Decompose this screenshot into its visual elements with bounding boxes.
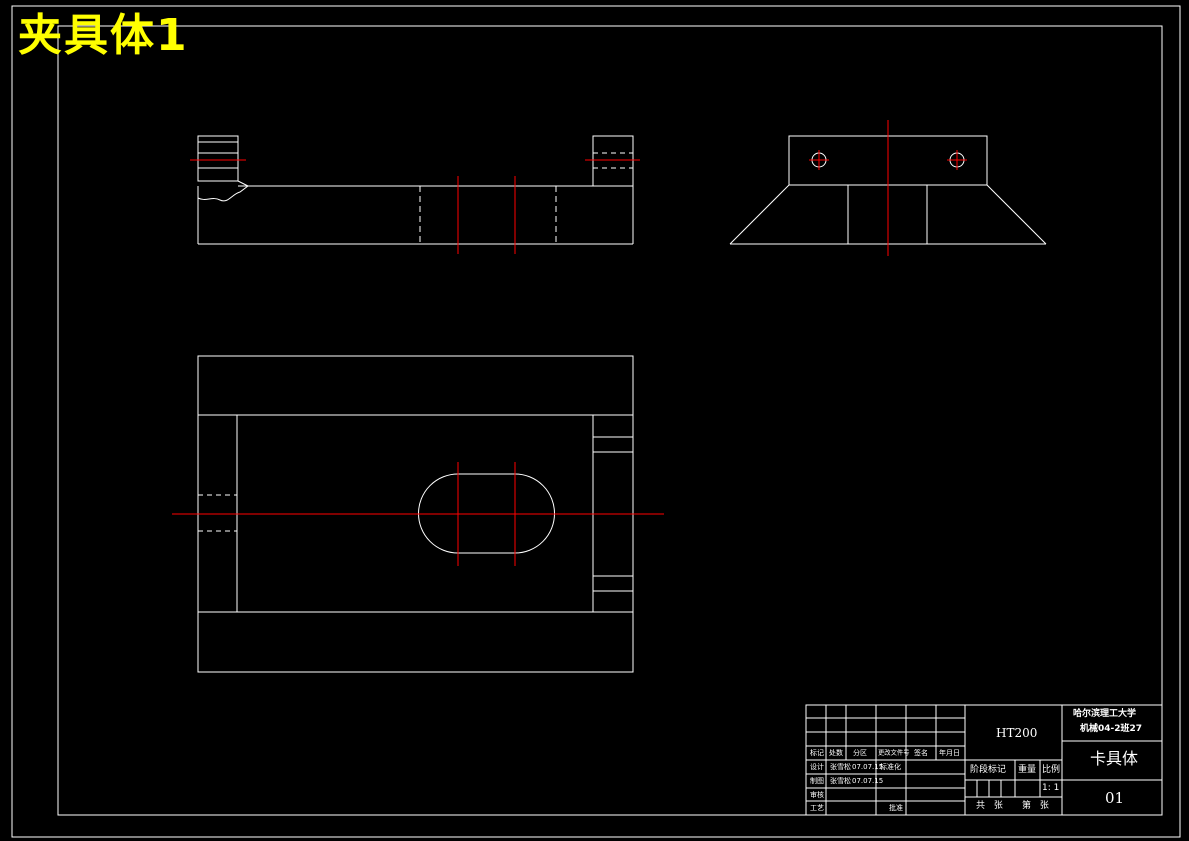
approve-label: 批准 — [889, 804, 903, 812]
draft-date: 07.07.15 — [852, 777, 884, 785]
stage-mark-label: 阶段标记 — [970, 765, 1007, 775]
header-label-date: 年月日 — [939, 749, 960, 757]
header-label-sign: 签名 — [914, 749, 928, 757]
row-label-design: 设计 — [810, 763, 824, 771]
row-label-review: 审核 — [810, 791, 824, 799]
drafter-name: 张雪松 — [830, 777, 851, 785]
school-name: 哈尔滨理工大学 — [1073, 709, 1137, 719]
header-label-count: 处数 — [829, 749, 843, 757]
header-label-zone: 分区 — [853, 749, 867, 757]
inner-frame — [57, 25, 1163, 816]
header-label-mark: 标记 — [810, 749, 824, 757]
drawing-title: 夹具体1 — [18, 10, 189, 61]
material-label: HT200 — [996, 726, 1038, 740]
front-view-centerlines — [190, 159, 640, 254]
scale-value: 1: 1 — [1042, 783, 1060, 793]
title-block-grid — [805, 704, 1163, 816]
outer-border — [11, 5, 1181, 838]
ratio-label: 比例 — [1042, 765, 1061, 775]
row-label-draft: 制图 — [810, 777, 824, 785]
class-code: 机械04-2班27 — [1080, 724, 1143, 734]
standardization-label: 标准化 — [880, 763, 901, 771]
weight-label: 重量 — [1018, 765, 1037, 775]
header-label-change-doc: 更改文件号 — [878, 749, 910, 757]
total-sheets: 共 张 — [976, 801, 1006, 811]
row-label-process: 工艺 — [810, 804, 824, 812]
sheet-number: 第 张 — [1022, 801, 1052, 811]
top-view-centerlines — [172, 462, 664, 566]
front-view — [197, 135, 634, 245]
side-view-centerlines — [809, 120, 967, 256]
designer-name: 张雪松 — [830, 763, 851, 771]
part-name: 卡具体 — [1090, 749, 1139, 768]
design-date: 07.07.15 — [852, 763, 884, 771]
drawing-number: 01 — [1105, 789, 1125, 807]
